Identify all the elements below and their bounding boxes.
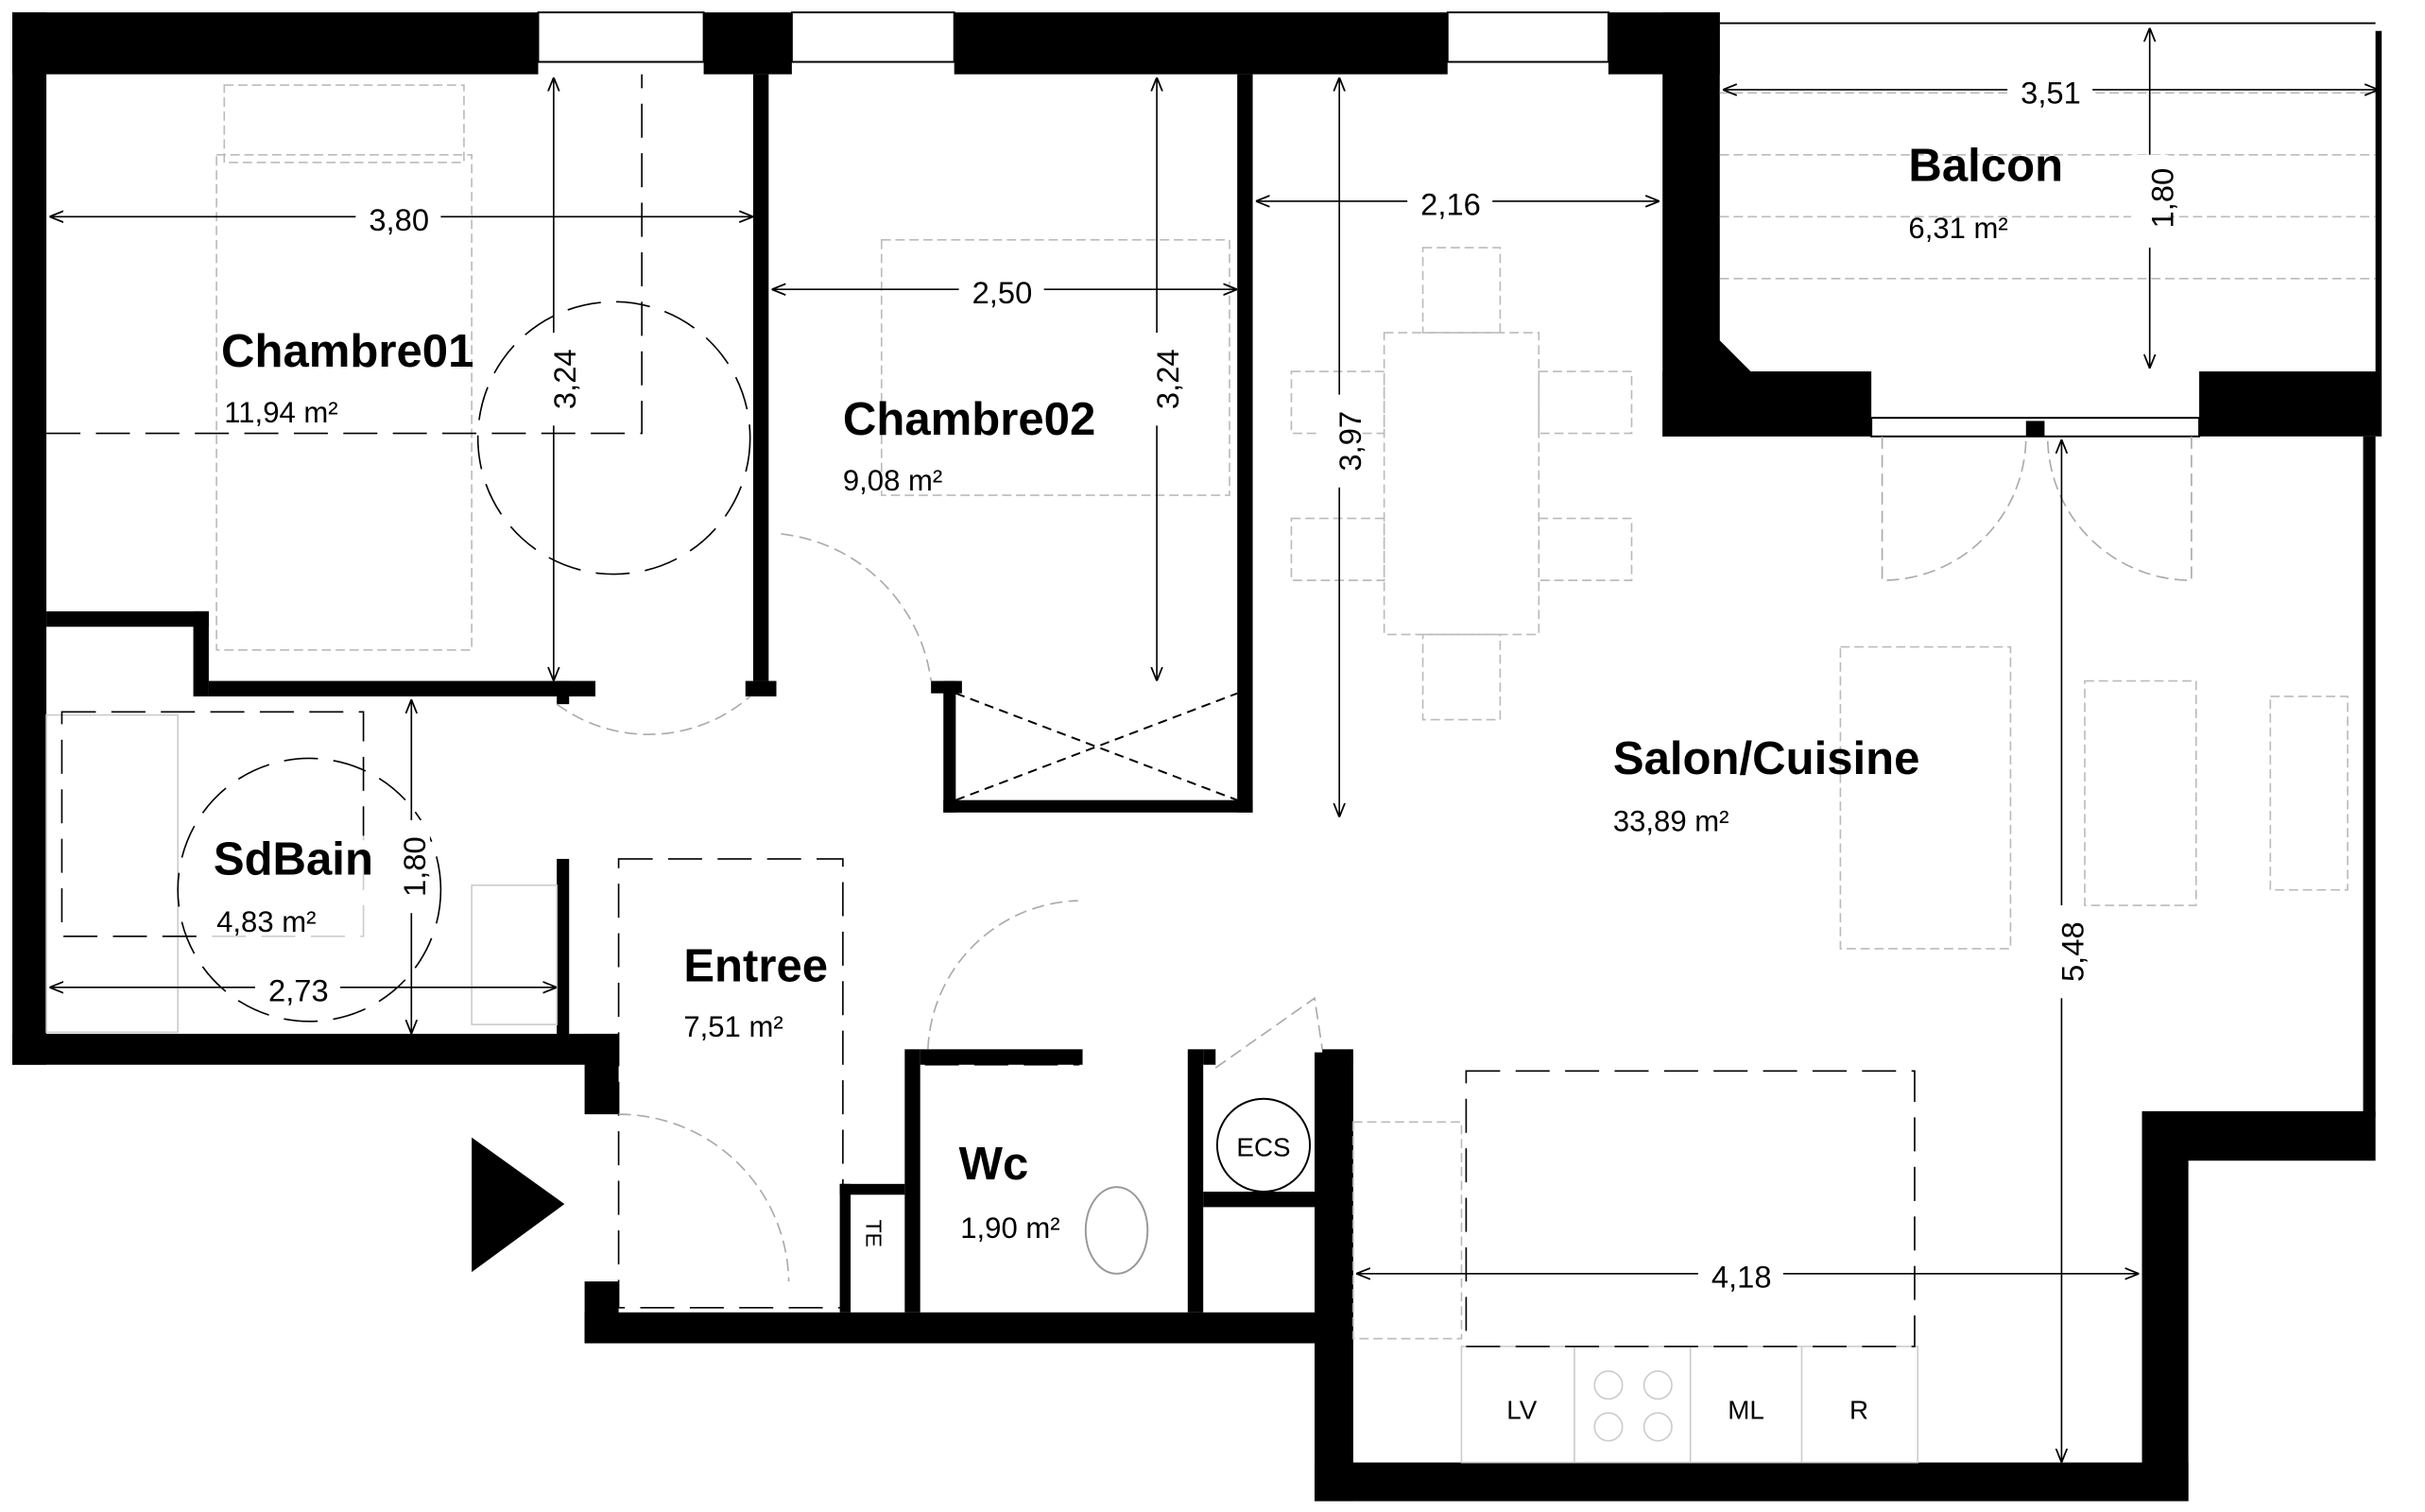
dim-sdbain-width: 2,73 [268, 973, 329, 1008]
dimension-lines [49, 27, 2379, 1463]
ecs-boiler [1215, 1097, 1312, 1193]
entrance-arrow-icon [472, 1137, 565, 1273]
room-area-chambre02: 9,08 m² [843, 464, 942, 497]
dim-ch02-height: 3,24 [1150, 349, 1185, 409]
windows [537, 11, 2376, 438]
room-labels: Chambre01 11,94 m² Chambre02 9,08 m² Bal… [208, 141, 2063, 1245]
clearances [46, 74, 2193, 1348]
walls [12, 12, 2382, 1502]
dim-ch01-width: 3,80 [369, 202, 429, 237]
label-ecs: ECS [1236, 1132, 1290, 1161]
dim-balcon-height: 1,80 [2144, 168, 2179, 229]
room-name-entree: Entree [683, 940, 828, 991]
room-area-wc: 1,90 m² [960, 1211, 1059, 1245]
label-r: R [1849, 1396, 1868, 1425]
room-name-chambre02: Chambre02 [843, 394, 1095, 445]
label-lv: LV [1506, 1396, 1537, 1425]
room-name-sdbain: SdBain [214, 833, 373, 885]
room-area-entree: 7,51 m² [683, 1010, 783, 1043]
dim-ch01-height: 3,24 [547, 349, 582, 409]
label-ml: ML [1728, 1396, 1764, 1425]
room-name-salon: Salon/Cuisine [1613, 733, 1920, 784]
room-name-balcon: Balcon [1908, 141, 2063, 192]
room-area-salon: 33,89 m² [1613, 804, 1729, 837]
room-name-chambre01: Chambre01 [221, 326, 473, 377]
equipment-labels: ECS TE LV ML R [861, 1132, 1868, 1424]
dimension-labels: 3,80 3,24 2,50 3,24 2,16 3,97 3,51 1,80 … [255, 71, 2179, 1295]
label-te: TE [861, 1220, 886, 1247]
dim-sdbain-height: 1,80 [397, 836, 432, 897]
dim-salon-height: 5,48 [2055, 921, 2090, 982]
dim-kitchen-width: 4,18 [1711, 1260, 1772, 1295]
room-area-balcon: 6,31 m² [1908, 212, 2007, 245]
furniture [45, 84, 2376, 1464]
dim-balcon-width: 3,51 [2021, 76, 2081, 111]
dim-ch02-width: 2,50 [972, 275, 1033, 310]
room-area-sdbain: 4,83 m² [216, 905, 316, 938]
room-area-chambre01: 11,94 m² [224, 396, 337, 429]
dim-dining-width: 2,16 [1420, 187, 1481, 222]
room-name-wc: Wc [959, 1139, 1029, 1190]
dim-dining-height: 3,97 [1333, 411, 1367, 472]
